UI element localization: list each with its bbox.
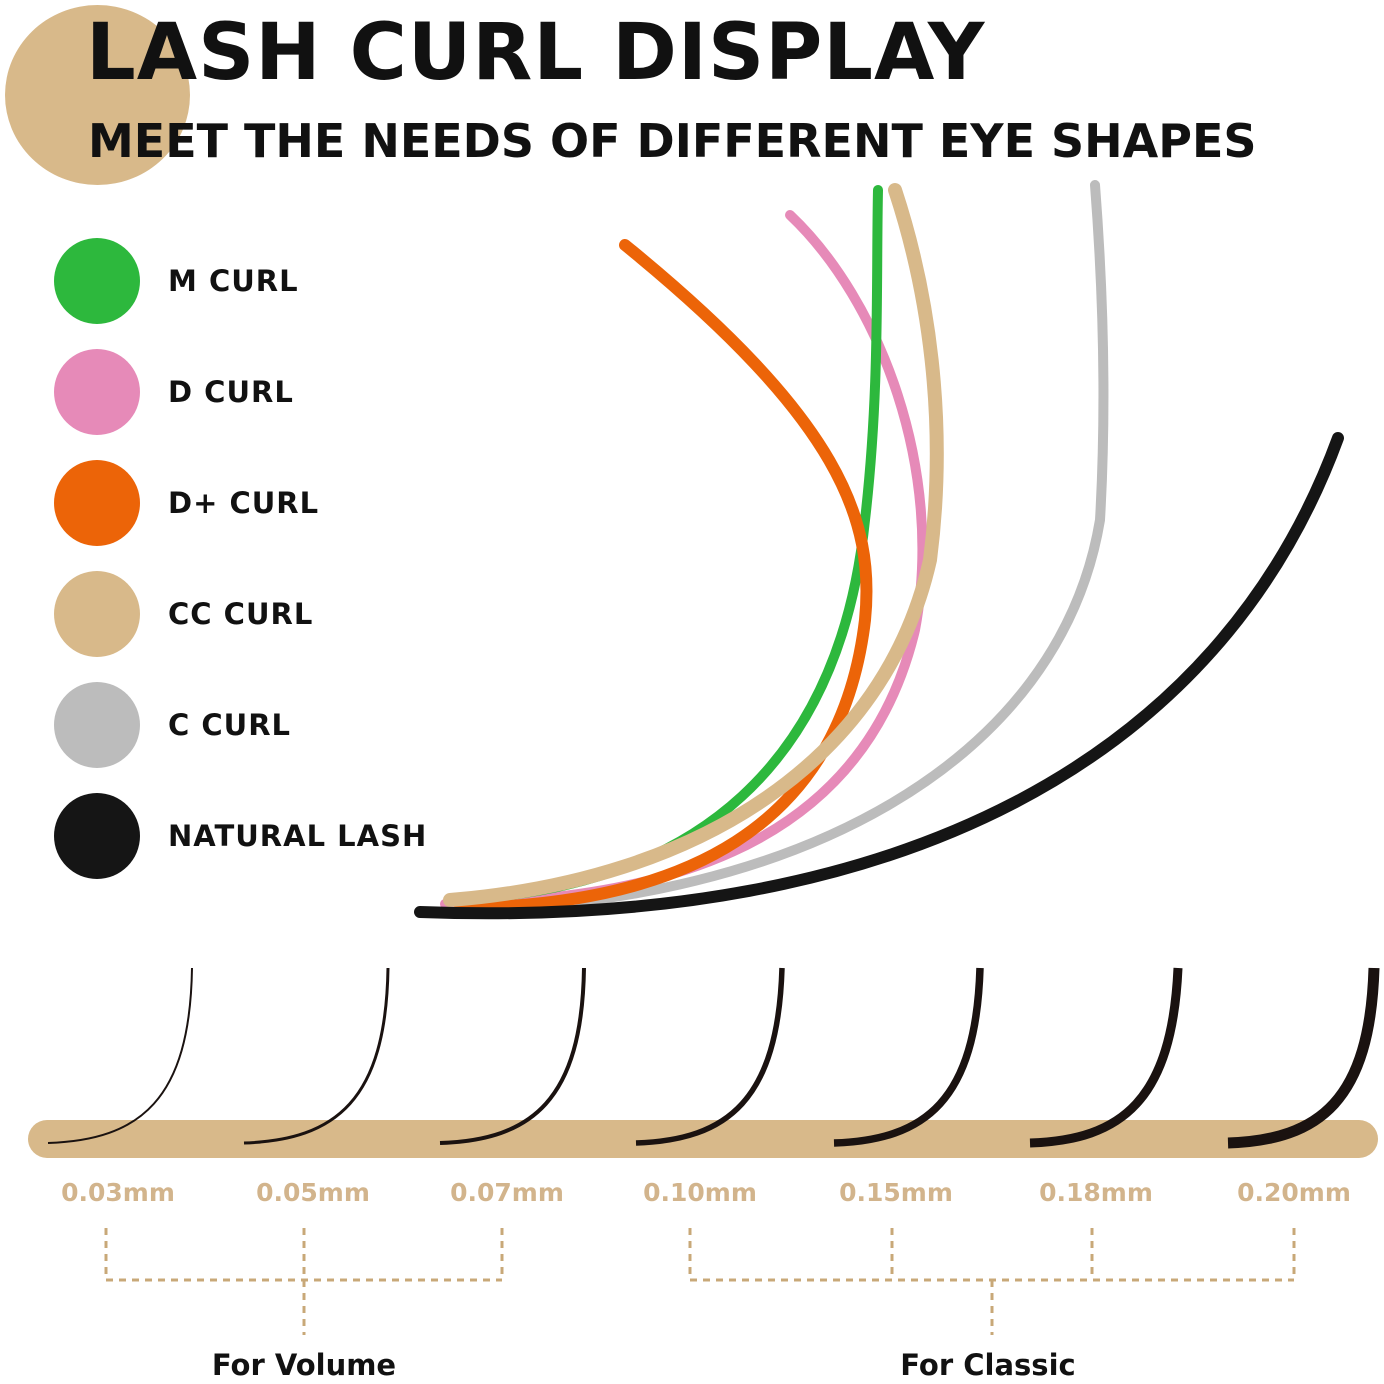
for-volume-label: For Volume — [211, 1348, 397, 1382]
classic-bracket — [688, 1228, 1296, 1335]
legend-item-m-curl: M CURL — [54, 238, 474, 324]
decorative-circle — [5, 5, 190, 185]
lash-0-10mm — [635, 967, 785, 1146]
legend-label: C CURL — [168, 708, 292, 742]
page-title: LASH CURL DISPLAY — [86, 8, 986, 98]
c-curl-color-dot — [54, 682, 140, 768]
d-curl-color-dot — [54, 349, 140, 435]
page-subtitle: MEET THE NEEDS OF DIFFERENT EYE SHAPES — [88, 114, 1257, 168]
size-label-0-03mm: 0.03mm — [61, 1178, 175, 1207]
lash-0-15mm — [833, 967, 984, 1147]
size-label-0-07mm: 0.07mm — [450, 1178, 564, 1207]
size-label-0-18mm: 0.18mm — [1039, 1178, 1153, 1207]
thickness-bar — [28, 1120, 1378, 1158]
size-label-0-10mm: 0.10mm — [643, 1178, 757, 1207]
size-label-0-05mm: 0.05mm — [256, 1178, 370, 1207]
lash-0-05mm — [243, 967, 390, 1145]
size-label-0-15mm: 0.15mm — [839, 1178, 953, 1207]
lash-0-20mm — [1227, 967, 1380, 1149]
legend-label: CC CURL — [168, 597, 314, 631]
legend-label: D CURL — [168, 375, 294, 409]
lash-0-03mm — [47, 967, 193, 1144]
legend-item-d-curl: D CURL — [54, 349, 474, 435]
legend-label: D+ CURL — [168, 486, 320, 520]
legend-label: M CURL — [168, 264, 299, 298]
legend-item-natural-lash: NATURAL LASH — [54, 793, 474, 879]
size-label-0-20mm: 0.20mm — [1237, 1178, 1351, 1207]
d-curl-lash — [440, 210, 928, 909]
d-plus-curl-lash — [454, 239, 873, 914]
cc-curl-color-dot — [54, 571, 140, 657]
thickness-lashes — [47, 967, 1380, 1149]
natural-lash-color-dot — [54, 793, 140, 879]
curl-lashes — [414, 180, 1344, 920]
volume-bracket — [104, 1228, 504, 1335]
lash-0-18mm — [1029, 967, 1183, 1148]
m-curl-lash — [445, 185, 883, 905]
legend-item-cc-curl: CC CURL — [54, 571, 474, 657]
cc-curl-lash — [443, 183, 944, 907]
for-classic-label: For Classic — [900, 1348, 1076, 1382]
legend-label: NATURAL LASH — [168, 819, 428, 853]
m-curl-color-dot — [54, 238, 140, 324]
lash-0-07mm — [439, 967, 586, 1145]
c-curl-lash — [450, 180, 1109, 915]
d-plus-curl-color-dot — [54, 460, 140, 546]
natural-lash — [414, 432, 1344, 920]
legend-item-c-curl: C CURL — [54, 682, 474, 768]
legend-item-d-plus-curl: D+ CURL — [54, 460, 474, 546]
